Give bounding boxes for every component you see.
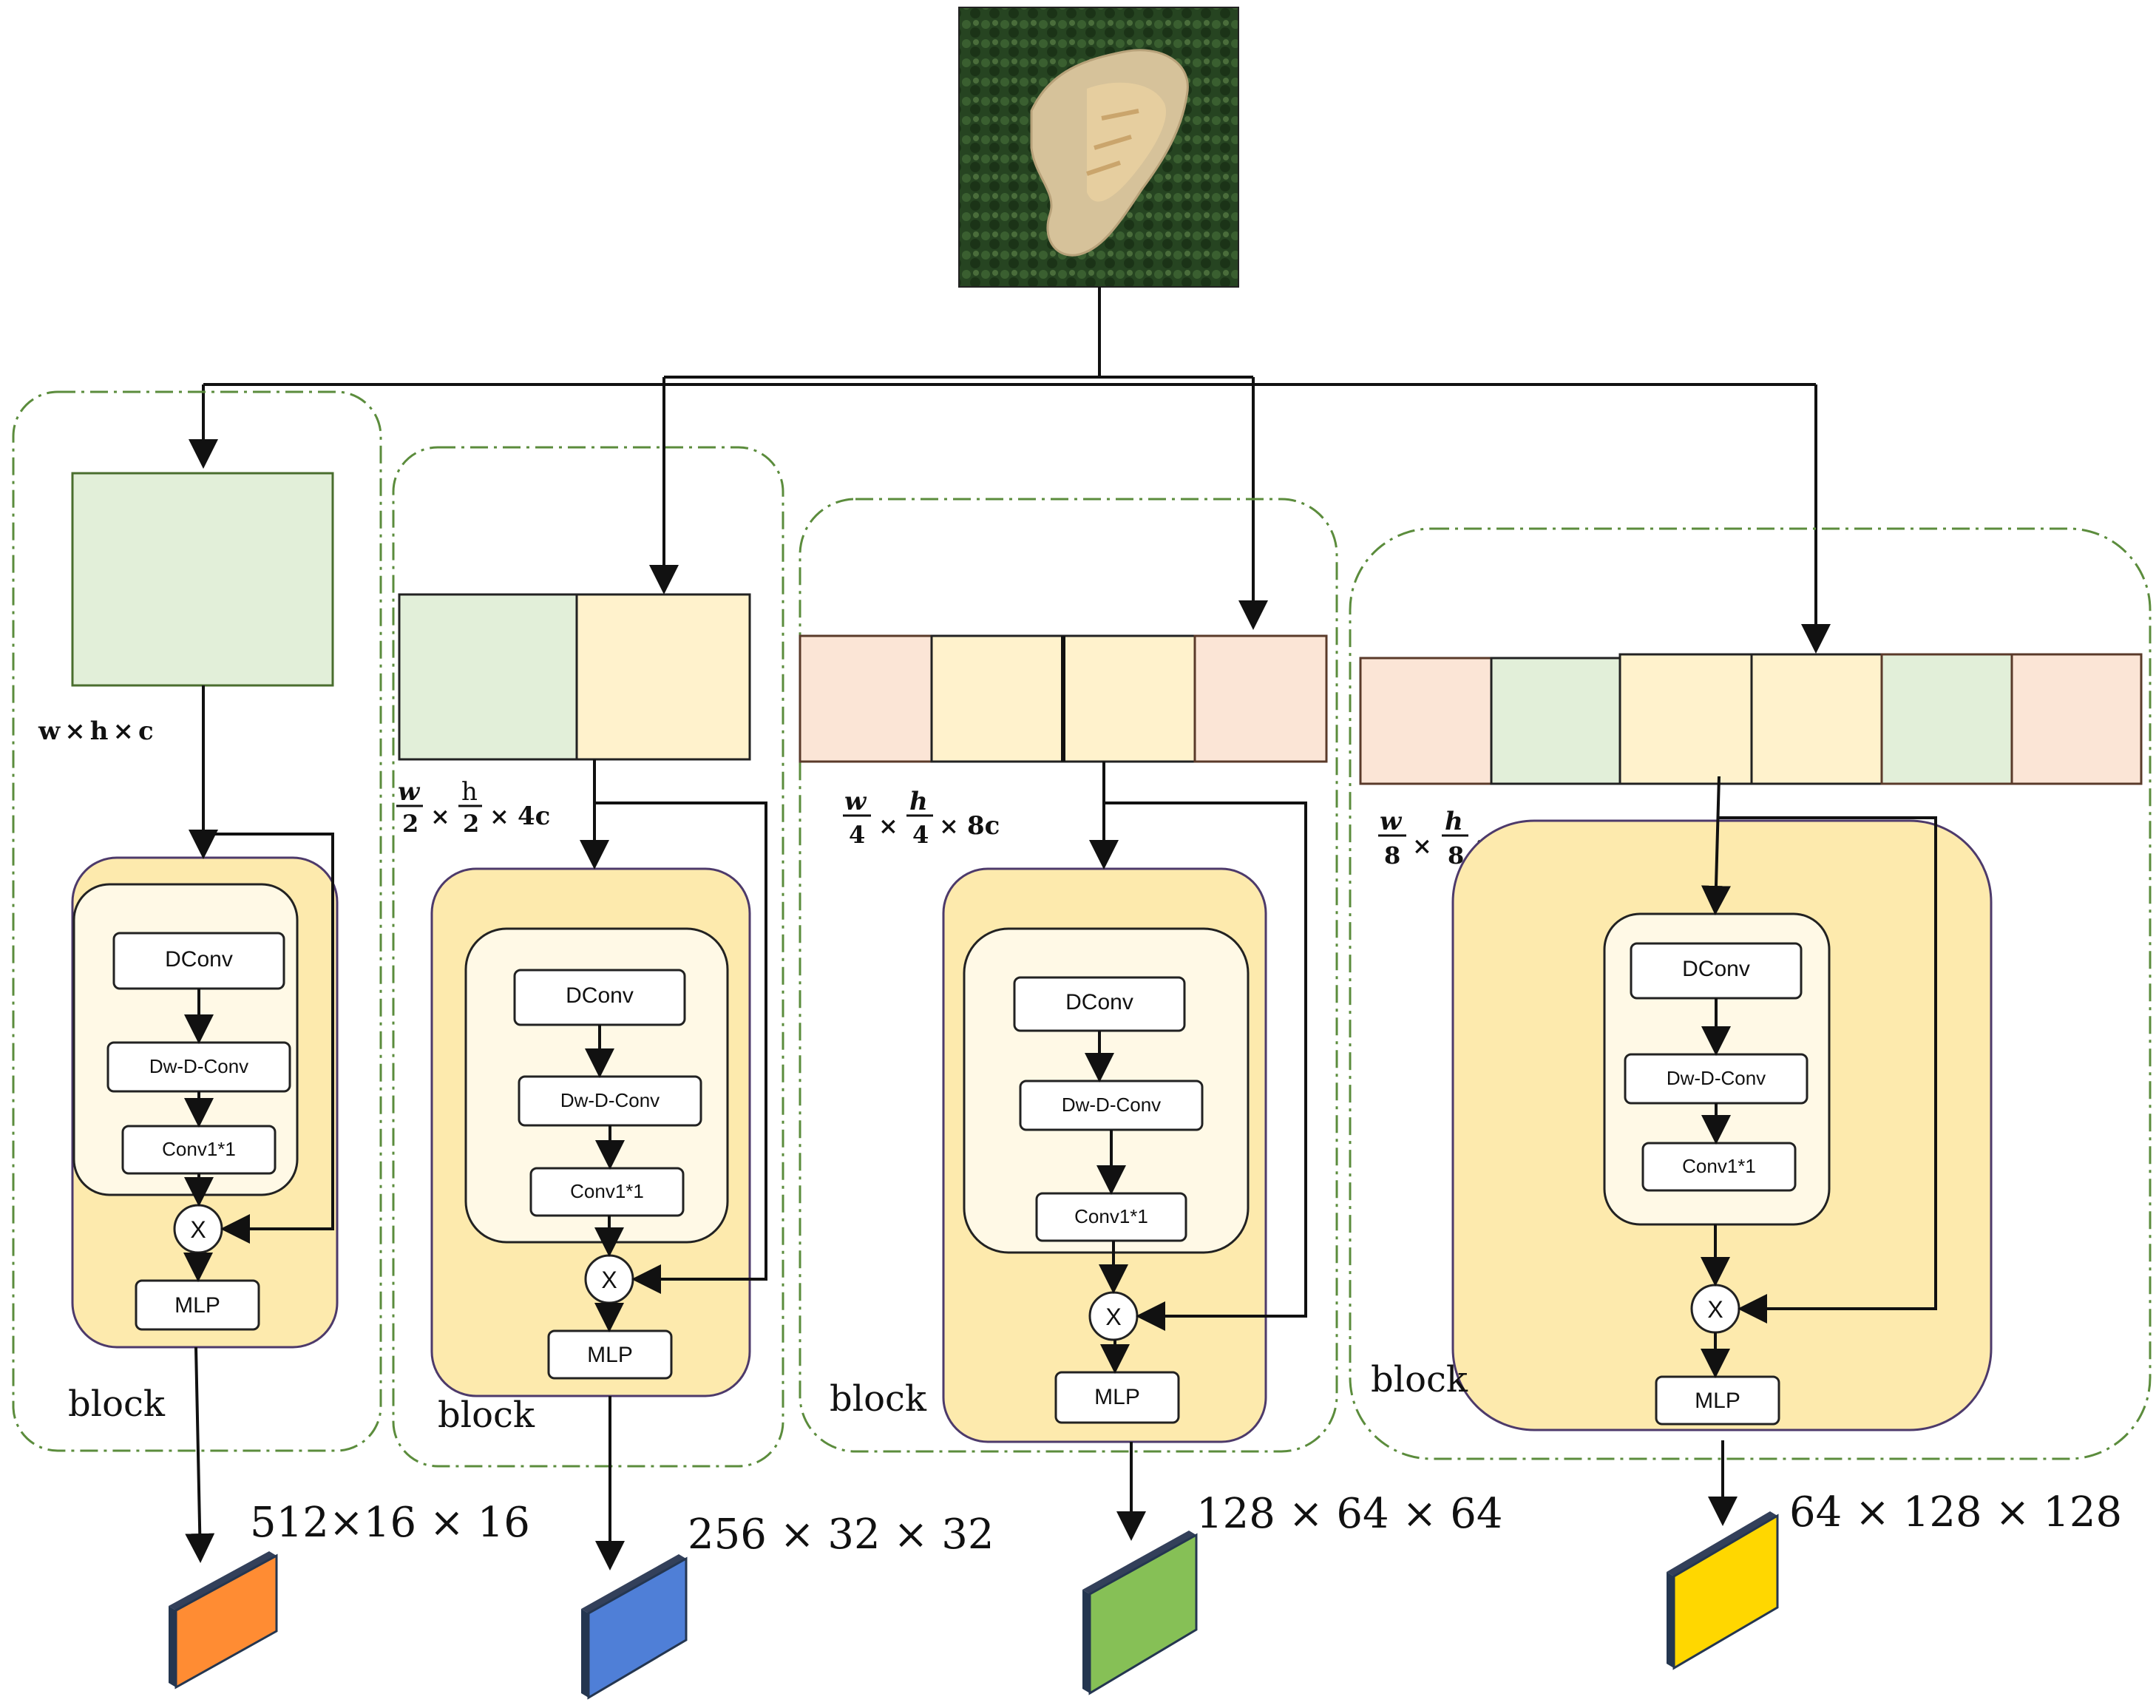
svg-text:Dw-D-Conv: Dw-D-Conv (560, 1089, 660, 1111)
svg-text:8c: 8c (967, 811, 1000, 841)
svg-text:DConv: DConv (1682, 957, 1750, 981)
block-label-2: block (438, 1394, 535, 1436)
process-block-1: DConv Dw-D-Conv Conv1*1 X MLP block (68, 685, 339, 1563)
block-group-3 (799, 498, 1338, 1453)
output-size-3: 128 × 64 × 64 (1196, 1490, 1502, 1538)
svg-text:MLP: MLP (1094, 1385, 1140, 1409)
svg-text:Dw-D-Conv: Dw-D-Conv (149, 1055, 248, 1077)
svg-text:MLP: MLP (174, 1293, 220, 1318)
svg-text:Conv1*1: Conv1*1 (162, 1138, 236, 1160)
output-feature-map-2 (581, 1554, 688, 1700)
output-feature-map-3 (1082, 1531, 1198, 1695)
svg-text:×: × (878, 812, 898, 840)
input-distribution-lines (189, 287, 1831, 654)
svg-text:DConv: DConv (165, 947, 233, 972)
block-label-4: block (1371, 1359, 1468, 1400)
svg-text:w: w (398, 777, 421, 807)
block-label-3: block (830, 1378, 927, 1420)
svg-text:h: h (1445, 807, 1463, 836)
svg-text:MLP: MLP (1695, 1389, 1740, 1413)
svg-text:MLP: MLP (587, 1343, 633, 1367)
svg-text:4: 4 (849, 821, 865, 849)
svg-text:DConv: DConv (566, 983, 634, 1008)
svg-text:h: h (909, 787, 928, 816)
svg-text:×: × (430, 802, 450, 830)
svg-text:DConv: DConv (1065, 990, 1133, 1014)
block-group-1 (12, 390, 382, 1452)
svg-text:2: 2 (463, 810, 479, 838)
svg-text:2: 2 (402, 810, 418, 838)
svg-text:X: X (601, 1267, 617, 1293)
process-block-3: DConv Dw-D-Conv Conv1*1 X MLP block (830, 762, 1307, 1541)
block-group-outlines (12, 390, 2152, 1468)
svg-text:Conv1*1: Conv1*1 (1074, 1205, 1148, 1227)
feature-map-4 (1359, 653, 2143, 785)
feature-map-2 (398, 593, 751, 761)
svg-text:X: X (190, 1216, 206, 1243)
block-label-1: block (68, 1383, 166, 1425)
output-feature-map-4 (1667, 1511, 1779, 1670)
output-size-1: 512×16 × 16 (250, 1499, 530, 1547)
output-size-4: 64 × 128 × 128 (1789, 1488, 2122, 1536)
feature-map-1 (71, 472, 334, 687)
svg-text:h: h (461, 777, 478, 807)
block-group-4 (1349, 527, 2152, 1460)
process-block-4: DConv Dw-D-Conv Conv1*1 X MLP block (1371, 776, 1993, 1526)
svg-text:4: 4 (912, 821, 929, 849)
svg-text:Conv1*1: Conv1*1 (570, 1180, 644, 1202)
svg-text:8: 8 (1384, 841, 1400, 870)
dims-label-2: w 2 × h 2 × 4c (396, 777, 550, 838)
svg-text:Dw-D-Conv: Dw-D-Conv (1667, 1067, 1766, 1089)
svg-text:X: X (1707, 1296, 1723, 1323)
dims-label-1: w×h×c (38, 716, 154, 746)
svg-text:×: × (1412, 832, 1432, 860)
output-size-2: 256 × 32 × 32 (688, 1511, 994, 1559)
svg-text:w: w (1380, 807, 1403, 836)
svg-text:×: × (489, 802, 509, 830)
feature-map-3 (799, 634, 1328, 763)
input-satellite-image (958, 7, 1239, 288)
dims-label-3: w 4 × h 4 × 8c (843, 787, 1000, 849)
svg-text:X: X (1105, 1304, 1121, 1330)
svg-text:Conv1*1: Conv1*1 (1682, 1155, 1756, 1177)
svg-text:×: × (939, 812, 959, 840)
process-block-2: DConv Dw-D-Conv Conv1*1 X MLP block (430, 759, 767, 1570)
svg-text:w: w (844, 787, 867, 816)
svg-text:Dw-D-Conv: Dw-D-Conv (1062, 1094, 1161, 1116)
svg-text:4c: 4c (518, 802, 550, 831)
block-group-2 (392, 446, 784, 1468)
output-feature-map-1 (169, 1551, 278, 1690)
svg-text:8: 8 (1448, 841, 1464, 870)
